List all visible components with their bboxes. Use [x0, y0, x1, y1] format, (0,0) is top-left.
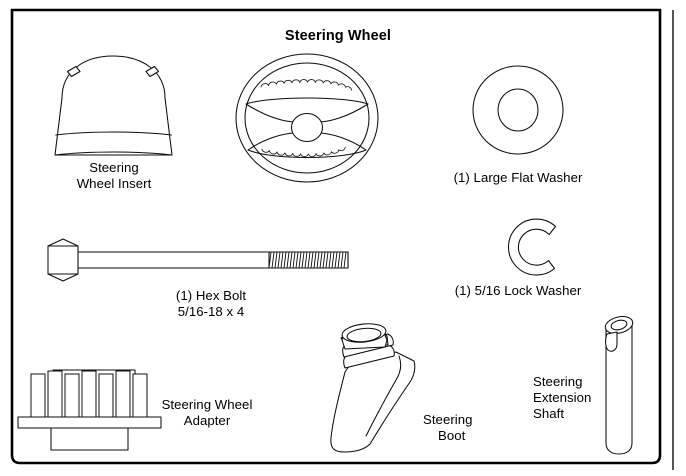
flat-washer-label: (1) Large Flat Washer — [454, 170, 583, 185]
part-steering-wheel-adapter: Steering Wheel Adapter — [17, 369, 253, 451]
hex-bolt-label-line1: (1) Hex Bolt — [176, 288, 247, 303]
boot-label-line1: Steering — [423, 412, 473, 427]
lock-washer-label: (1) 5/16 Lock Washer — [455, 283, 582, 298]
extension-shaft-label-line2: Extension — [533, 390, 591, 405]
part-hex-bolt: (1) Hex Bolt 5/16-18 x 4 — [47, 238, 349, 319]
part-steering-wheel — [235, 53, 379, 183]
wheel-grip-scallops-bottom — [261, 146, 346, 158]
part-lock-washer: (1) 5/16 Lock Washer — [455, 218, 582, 298]
adapter-label-line1: Steering Wheel — [162, 397, 253, 412]
wheel-grip-scallops-top — [260, 79, 353, 91]
part-large-flat-washer: (1) Large Flat Washer — [454, 65, 583, 185]
extension-shaft-label-line3: Shaft — [533, 406, 564, 421]
adapter-label-line2: Adapter — [184, 413, 231, 428]
part-steering-wheel-insert: Steering Wheel Insert — [54, 55, 173, 191]
hex-bolt-label-line2: 5/16-18 x 4 — [178, 304, 245, 319]
bolt-thread-hatching — [268, 251, 347, 269]
insert-label-line1: Steering — [89, 160, 139, 175]
diagram-border — [10, 8, 662, 465]
page-title: Steering Wheel — [285, 28, 391, 44]
boot-label-line2: Boot — [438, 428, 466, 443]
part-steering-extension-shaft: Steering Extension Shaft — [533, 316, 634, 455]
insert-label-line2: Wheel Insert — [77, 176, 152, 191]
adapter-splines — [30, 370, 148, 418]
extension-shaft-label-line1: Steering — [533, 374, 583, 389]
part-steering-boot: Steering Boot — [330, 323, 473, 453]
